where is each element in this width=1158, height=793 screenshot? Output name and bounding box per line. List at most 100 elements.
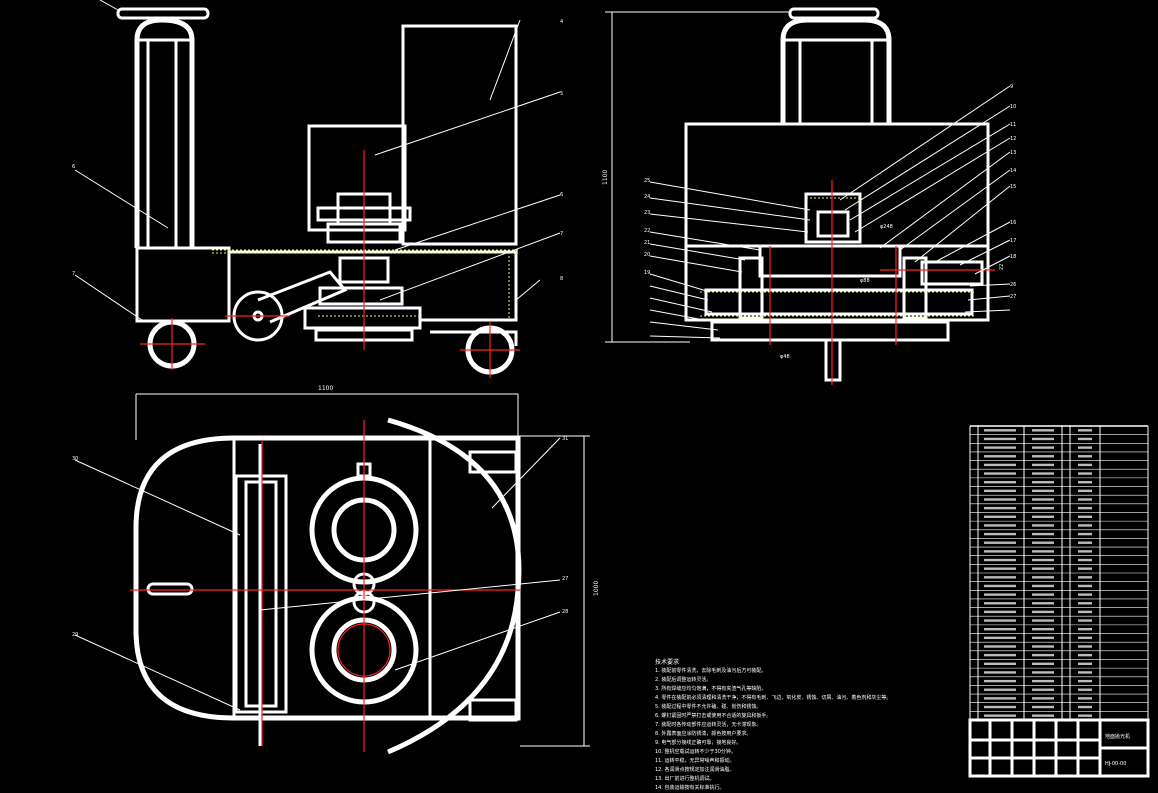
dim-shaft: φ48 [780,354,790,360]
handle-knob [116,7,210,20]
bom-cell-mark [1032,636,1054,640]
balloon-label: 23 [644,210,650,216]
bom-cell-mark [1078,602,1092,605]
link-arm [257,270,348,324]
bom-cell-mark [984,619,1016,622]
bom-cell-mark [984,498,1016,501]
bom-cell-mark [984,463,1016,467]
note-line: 11. 运转平稳，无异常噪声和振动。 [655,758,735,764]
bom-table [969,425,1149,721]
bom-cell-mark [1032,437,1054,441]
balloon-label: 17 [1010,238,1016,244]
bom-cell-mark [984,481,1016,484]
bom-cell-mark [1078,688,1092,691]
note-line: 5. 装配过程中零件不允许磕、碰、划伤和锈蚀。 [655,704,762,710]
bom-cell-mark [1078,532,1092,536]
bom-cell-mark [984,679,1016,683]
bom-cell-mark [1078,593,1092,596]
note-line: 3. 所有焊缝应均匀饱满，不得有夹渣气孔等缺陷。 [655,686,767,692]
side-disc [710,320,950,342]
dim-flange: φ248 [880,224,893,230]
bom-cell-mark [984,705,1016,709]
balloon-label: 14 [1010,168,1016,174]
balloon-label: 8 [560,276,563,282]
plan-view: 1100 1000 [72,385,600,755]
side-housing [684,122,990,322]
bom-cell-mark [1078,662,1092,665]
bom-cell-mark [1032,671,1054,674]
bom-cell-mark [1078,619,1092,622]
bom-cell-mark [984,541,1016,544]
bom-cell-mark [984,472,1016,475]
balloon-label: 22 [644,228,650,234]
bom-cell-mark [1032,705,1054,709]
balloon-label: 6 [72,164,75,170]
balloon-label: 20 [644,252,650,258]
balloon-label: 19 [644,270,650,276]
bom-cell-mark [1032,541,1054,544]
bom-cell-mark [1078,437,1092,441]
base-frame [229,250,518,322]
bom-cell-mark [984,489,1016,493]
bom-cell-mark [1078,584,1092,588]
bom-cell-mark [1032,532,1054,536]
bom-cell-mark [1078,446,1092,449]
bom-cell-mark [984,429,1016,432]
bom-cell-mark [984,532,1016,536]
bom-cell-mark [984,714,1016,717]
bom-cell-mark [1078,489,1092,493]
base-block [135,246,231,323]
motor-housing [307,124,407,232]
bom-cell-mark [1032,576,1054,579]
side-view: 1100 φ248 φ88 φ48 22 [602,7,1016,385]
bom-cell-mark [984,602,1016,605]
bom-cell-mark [984,628,1016,631]
balloon-label: 5 [560,91,563,97]
balloon-label: 13 [1010,150,1016,156]
balloon-label: 7 [72,271,75,277]
bom-cell-mark [1032,628,1054,631]
bom-cell-mark [984,662,1016,665]
bom-cell-mark [1078,498,1092,501]
bom-cell-mark [1078,515,1092,518]
bom-cell-mark [1032,688,1054,691]
handle-frame-side [780,17,892,124]
bom-cell-mark [1032,446,1054,449]
bom-cell-mark [1032,645,1054,648]
bom-cell-mark [1032,515,1054,518]
water-tank [401,24,518,246]
bom-cell-mark [1078,541,1092,544]
note-line: 6. 螺钉紧固时严禁打击或使用不合适的旋具和扳手。 [655,713,772,719]
bom-cell-mark [1078,472,1092,475]
bom-cell-mark [1032,506,1054,510]
bom-cell-mark [1032,455,1054,458]
bom-cell-mark [1078,524,1092,527]
bom-cell-mark [1078,576,1092,579]
bom-cell-mark [984,576,1016,579]
balloon-label: 24 [644,194,650,200]
bom-cell-mark [1032,584,1054,588]
bom-cell-mark [984,593,1016,596]
balloon-label: 10 [1010,104,1016,110]
bom-cell-mark [1078,429,1092,432]
bom-cell-mark [1032,472,1054,475]
balloon-label: 7 [560,231,563,237]
balloon-label: 21 [644,240,650,246]
bom-cell-mark [1032,662,1054,665]
bom-cell-mark [984,455,1016,458]
bom-cell-mark [1078,705,1092,709]
bom-cell-mark [1078,506,1092,510]
balloon-label: 28 [562,609,568,615]
dim-height: 1100 [602,170,609,185]
bom-cell-mark [1078,679,1092,683]
bom-cell-mark [1078,610,1092,614]
note-line: 14. 包装运输按有关标准执行。 [655,785,725,791]
bom-cell-mark [984,558,1016,562]
bom-cell-mark [1078,455,1092,458]
bom-cell-mark [1078,697,1092,700]
balloon-label: 25 [644,178,650,184]
balloon-label: 12 [1010,136,1016,142]
dim-motor: φ88 [860,278,870,284]
bom-cell-mark [1078,463,1092,467]
bom-cell-mark [1078,628,1092,631]
